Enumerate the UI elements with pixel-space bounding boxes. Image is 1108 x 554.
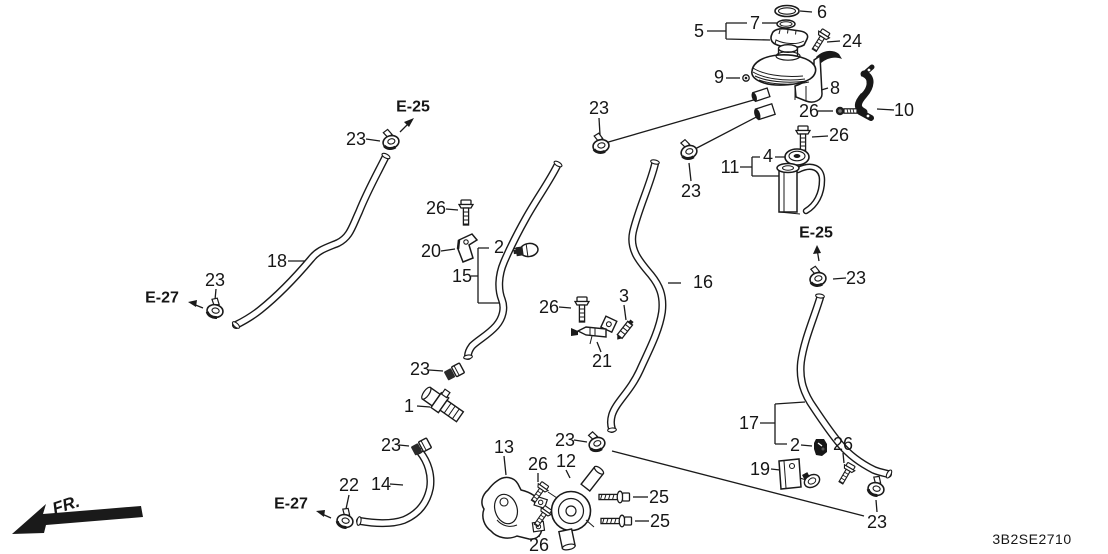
clamp-23-icon bbox=[589, 130, 612, 156]
clamp-23-icon bbox=[204, 295, 227, 321]
bolt-26-icon bbox=[574, 296, 590, 323]
callout-25: 25 bbox=[650, 511, 670, 531]
water-pump-12 bbox=[547, 465, 605, 551]
stud-3 bbox=[616, 319, 634, 340]
bracket-19 bbox=[778, 458, 821, 490]
callout-1: 1 bbox=[404, 396, 414, 416]
cap-seal-7 bbox=[776, 19, 796, 29]
reservoir-stay-11 bbox=[776, 162, 826, 215]
callout-26: 26 bbox=[833, 434, 853, 454]
ref-e27: E-27 bbox=[274, 496, 308, 513]
bolt-24-icon bbox=[808, 27, 833, 55]
clamp-23-icon bbox=[805, 263, 829, 289]
fr-direction-arrow: FR. bbox=[12, 492, 143, 534]
clamp-23-icon bbox=[583, 427, 609, 455]
callout-13: 13 bbox=[494, 437, 514, 457]
callout-7: 7 bbox=[750, 13, 760, 33]
e25-arrow-right bbox=[813, 245, 821, 262]
callout-26: 26 bbox=[528, 454, 548, 474]
ref-e25: E-25 bbox=[799, 225, 833, 242]
e27-arrow-left bbox=[188, 300, 204, 309]
clamp-23-icon bbox=[675, 135, 701, 163]
e25-arrow-left bbox=[399, 118, 414, 133]
bolt-25-icon bbox=[600, 514, 633, 528]
callout-23: 23 bbox=[381, 435, 401, 455]
callout-23: 23 bbox=[867, 512, 887, 532]
callout-23: 23 bbox=[410, 359, 430, 379]
bolt-26-icon bbox=[458, 199, 474, 226]
callout-23: 23 bbox=[555, 430, 575, 450]
bolt-26-icon bbox=[835, 460, 858, 487]
callout-10: 10 bbox=[894, 100, 914, 120]
bolt-26-stay-icon bbox=[795, 125, 811, 152]
nut-9 bbox=[742, 74, 750, 82]
hose-18 bbox=[231, 152, 391, 329]
water-passage-21 bbox=[571, 315, 618, 345]
callout-22: 22 bbox=[339, 475, 359, 495]
callout-26: 26 bbox=[539, 297, 559, 317]
callout-8: 8 bbox=[830, 78, 840, 98]
reservoir-cap-5 bbox=[770, 27, 809, 49]
callouts: 6 7 5 24 9 8 10 26 26 4 11 E-25 23 E-25 … bbox=[145, 2, 1071, 554]
diagram-code: 3B2SE2710 bbox=[992, 531, 1071, 547]
clamp-22-icon bbox=[334, 504, 358, 531]
callout-25: 25 bbox=[649, 487, 669, 507]
callout-23: 23 bbox=[346, 129, 366, 149]
callout-11: 11 bbox=[721, 157, 740, 177]
callout-20: 20 bbox=[421, 241, 441, 261]
bracket-10 bbox=[854, 64, 875, 121]
e27-arrow-bottom bbox=[316, 510, 332, 519]
callout-23: 23 bbox=[589, 98, 609, 118]
callout-2: 2 bbox=[790, 435, 800, 455]
bracket-20 bbox=[456, 233, 479, 263]
callout-16: 16 bbox=[693, 272, 713, 292]
callout-18: 18 bbox=[267, 251, 287, 271]
callout-2: 2 bbox=[494, 237, 504, 257]
expansion-tank-8 bbox=[751, 44, 842, 121]
callout-19: 19 bbox=[750, 459, 770, 479]
ref-e27: E-27 bbox=[145, 290, 179, 307]
clamp-2-icon bbox=[511, 241, 540, 260]
callout-15: 15 bbox=[452, 266, 472, 286]
hose-16 bbox=[606, 159, 667, 433]
callout-21: 21 bbox=[592, 351, 612, 371]
callout-4: 4 bbox=[763, 146, 773, 166]
bolt-25-icon bbox=[598, 490, 631, 504]
hose-17 bbox=[796, 293, 893, 479]
leader-lines bbox=[214, 10, 895, 538]
joint-1 bbox=[421, 386, 465, 423]
callout-26: 26 bbox=[829, 125, 849, 145]
callout-3: 3 bbox=[619, 286, 629, 306]
ref-e25: E-25 bbox=[396, 99, 430, 116]
clamp-2-icon bbox=[813, 438, 828, 457]
callout-26: 26 bbox=[529, 535, 549, 554]
callout-14: 14 bbox=[371, 474, 391, 494]
clamp-23-icon bbox=[865, 472, 889, 499]
grommet-4 bbox=[784, 148, 810, 166]
callout-26: 26 bbox=[799, 101, 819, 121]
callout-26: 26 bbox=[426, 198, 446, 218]
clamp-23-icon bbox=[442, 362, 466, 382]
clamp-23-icon bbox=[378, 125, 402, 152]
callout-23: 23 bbox=[205, 270, 225, 290]
hose-14 bbox=[356, 447, 435, 528]
hose-15 bbox=[463, 160, 563, 360]
bolt-26-tank-icon bbox=[835, 106, 858, 116]
callout-23: 23 bbox=[681, 181, 701, 201]
callout-9: 9 bbox=[714, 67, 724, 87]
callout-6: 6 bbox=[817, 2, 827, 22]
callout-24: 24 bbox=[842, 31, 862, 51]
callout-5: 5 bbox=[694, 21, 704, 41]
cap-oring-6 bbox=[774, 4, 800, 18]
callout-23: 23 bbox=[846, 268, 866, 288]
callout-12: 12 bbox=[556, 451, 576, 471]
callout-17: 17 bbox=[739, 413, 759, 433]
